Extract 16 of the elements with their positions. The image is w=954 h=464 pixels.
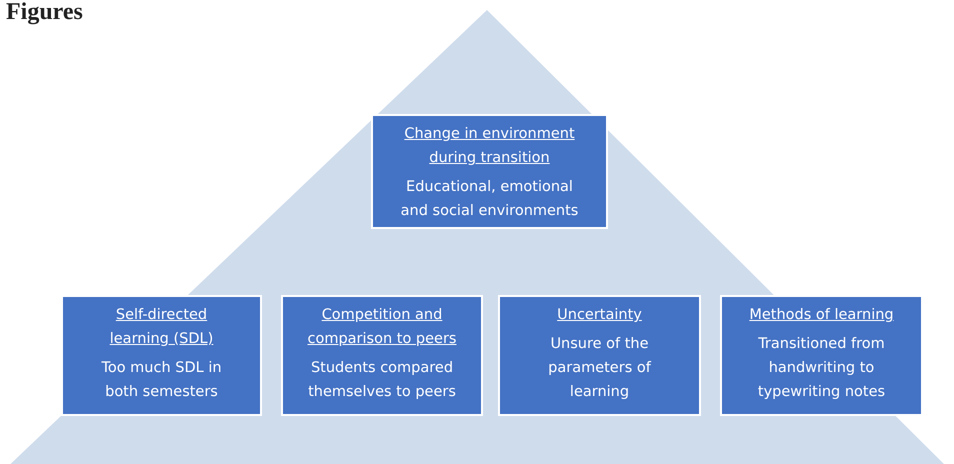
box-heading: Competition and comparison to peers [306, 306, 458, 349]
box-heading: Methods of learning [749, 306, 894, 325]
heading: Figures [6, 0, 83, 24]
box-description: Transitioned from handwriting to typewriting notes [756, 335, 886, 402]
category-box [720, 295, 923, 416]
category-box [61, 295, 262, 416]
box-heading: Self-directed learning (SDL) [108, 306, 214, 349]
category-box [498, 295, 701, 416]
box-description: Too much SDL in both semesters [100, 359, 223, 402]
box-heading: Uncertainty [557, 306, 642, 325]
category-box [371, 114, 608, 229]
box-heading: Change in environment during transition [403, 125, 576, 168]
category-box [281, 295, 483, 416]
box-description: Educational, emotional and social environments [400, 178, 580, 221]
box-description: Unsure of the parameters of learning [547, 335, 652, 402]
box-description: Students compared themselves to peers [307, 359, 457, 402]
